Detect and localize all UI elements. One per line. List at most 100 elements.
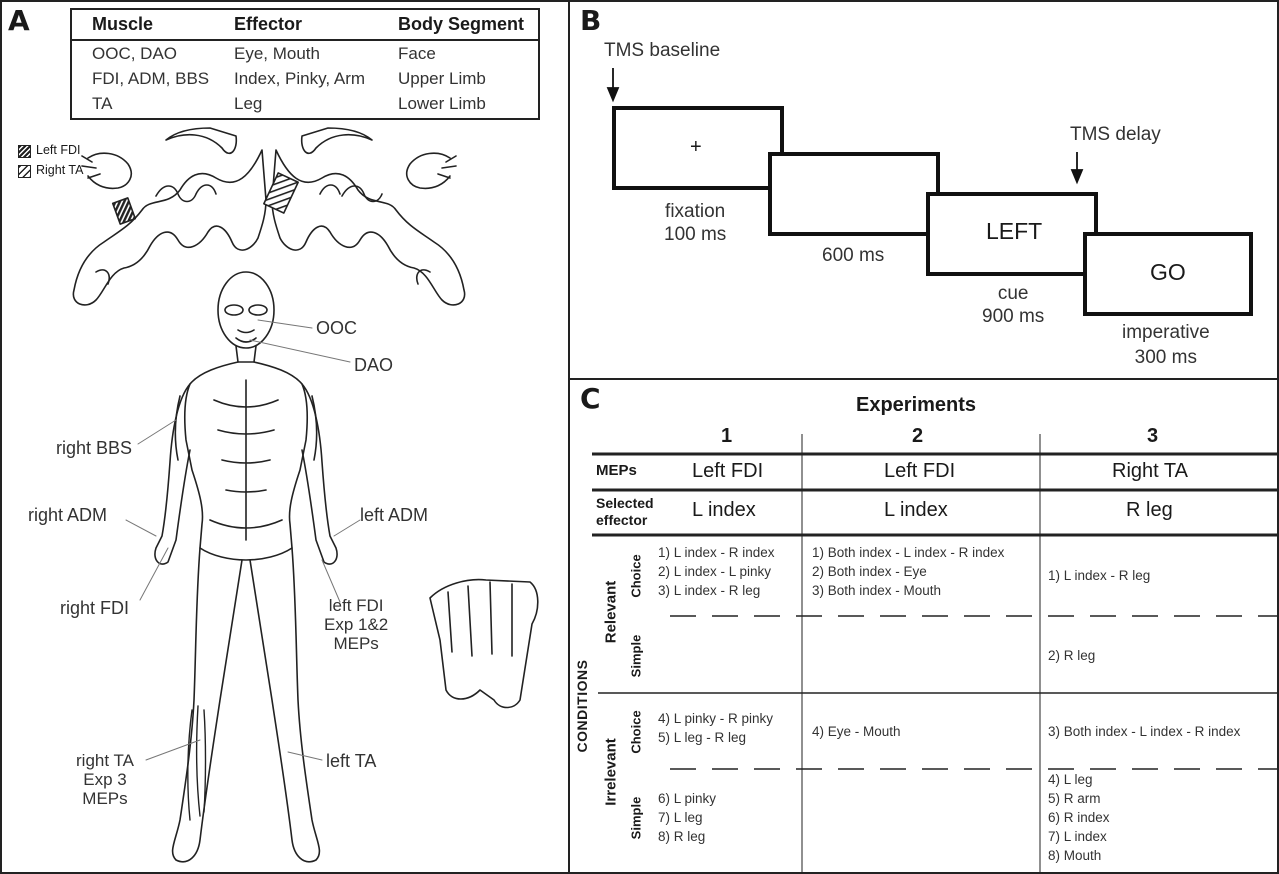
- selected-effector-label-line: effector: [596, 512, 648, 528]
- subtype-relevant-choice: Choice: [628, 554, 644, 598]
- label-left-fdi: left FDI Exp 1&2 MEPs: [324, 596, 388, 653]
- torso: [184, 361, 308, 561]
- conditions-grid: [592, 434, 1279, 874]
- condition-item: 1) Both index - L index - R index: [812, 545, 1005, 560]
- table-header-effector: Effector: [234, 14, 303, 34]
- group-irrelevant-label: Irrelevant: [602, 738, 620, 806]
- meps-row-label: MEPs: [596, 462, 637, 479]
- condition-item: 2) L index - L pinky: [658, 564, 772, 579]
- label-right-ta: right TA Exp 3 MEPs: [76, 751, 134, 808]
- cell-irrelevant-choice-exp3: 3) Both index - L index - R index: [1048, 722, 1240, 741]
- fixation-caption: fixation 100 ms: [664, 200, 726, 246]
- condition-item: 6) L pinky: [658, 791, 717, 806]
- table-cell: Upper Limb: [398, 69, 486, 88]
- panel-b-label: B: [580, 4, 602, 37]
- subtype-irrelevant-simple: Simple: [628, 796, 644, 840]
- right-leg: [171, 547, 243, 863]
- cell-relevant-simple-exp3: 2) R leg: [1048, 646, 1095, 665]
- hatched-region-left-fdi: [111, 197, 137, 225]
- screen-imperative-content: GO: [1150, 259, 1186, 285]
- left-hand-detail: [429, 578, 539, 709]
- cell-relevant-choice-exp3: 1) L index - R leg: [1048, 566, 1150, 585]
- legend-right-ta: Right TA: [36, 163, 84, 177]
- tms-delay-label: TMS delay: [1070, 124, 1161, 145]
- imperative-name: imperative: [1122, 322, 1210, 343]
- table-cell: FDI, ADM, BBS: [92, 69, 210, 88]
- condition-item: 8) Mouth: [1048, 848, 1102, 863]
- hatch-swatch-dense: [18, 145, 31, 158]
- selected-exp-2: L index: [884, 499, 948, 521]
- group-relevant-label: Relevant: [602, 580, 620, 644]
- screen-cue: [926, 192, 1098, 276]
- left-arm: [301, 383, 338, 565]
- label-right-ta-line: Exp 3: [83, 770, 127, 789]
- label-right-fdi: right FDI: [60, 598, 130, 618]
- selected-exp-1: L index: [692, 499, 756, 521]
- right-arm: [154, 383, 191, 565]
- homunculus-left-arm: [165, 127, 238, 154]
- cell-relevant-choice-exp2: 1) Both index - L index - R index 2) Bot…: [812, 543, 1004, 600]
- screen-imperative: [1083, 232, 1253, 316]
- label-right-bbs: right BBS: [56, 438, 133, 458]
- interval-duration: 600 ms: [822, 245, 885, 266]
- selected-effector-label-line: Selected: [596, 495, 654, 511]
- meps-exp-3: Right TA: [1112, 460, 1188, 482]
- table-cell: Lower Limb: [398, 94, 486, 113]
- condition-item: 5) L leg - R leg: [658, 730, 747, 745]
- right-ta-muscle: [187, 705, 207, 821]
- table-cell: Index, Pinky, Arm: [234, 69, 366, 88]
- conditions-label: CONDITIONS: [574, 659, 590, 753]
- condition-item: 7) L index: [1048, 829, 1107, 844]
- panel-c: C Experiments 1 2 3 MEPs Left FDI Left F…: [570, 380, 1279, 874]
- cue-caption: cue 900 ms: [982, 282, 1044, 328]
- subtype-relevant-simple: Simple: [628, 634, 644, 678]
- cue-name: cue: [997, 283, 1029, 304]
- label-left-ta: left TA: [326, 751, 377, 771]
- cell-irrelevant-simple-exp3: 4) L leg 5) R arm 6) R index 7) L index …: [1048, 770, 1110, 865]
- experiment-3-header: 3: [1147, 425, 1159, 447]
- condition-item: 3) Both index - L index - R index: [1048, 724, 1241, 739]
- condition-item: 6) R index: [1048, 810, 1110, 825]
- imperative-caption: imperative 300 ms: [1122, 320, 1210, 370]
- trial-timeline: [606, 68, 1253, 316]
- table-cell: OOC, DAO: [92, 44, 178, 63]
- cue-duration: 900 ms: [982, 306, 1045, 327]
- label-right-adm: right ADM: [28, 505, 108, 525]
- condition-item: 4) Eye - Mouth: [812, 724, 901, 739]
- screen-fixation-content: +: [690, 136, 702, 158]
- homunculus-right-arm: [300, 127, 373, 154]
- selected-exp-3: R leg: [1126, 499, 1173, 521]
- panel-divider-vertical: [568, 0, 570, 874]
- cell-irrelevant-choice-exp2: 4) Eye - Mouth: [812, 722, 901, 741]
- cortex-right-hemisphere: [271, 149, 466, 306]
- head: [217, 271, 275, 349]
- screen-interval: [768, 152, 940, 236]
- label-left-fdi-line: MEPs: [333, 634, 379, 653]
- selected-effector-label: Selected effector: [596, 495, 654, 529]
- condition-item: 3) L index - R leg: [658, 583, 761, 598]
- homunculus-right-hand: [405, 152, 457, 190]
- condition-item: 7) L leg: [658, 810, 703, 825]
- label-right-ta-line: MEPs: [82, 789, 128, 808]
- table-header-muscle: Muscle: [92, 14, 154, 34]
- experiment-1-header: 1: [721, 425, 733, 447]
- subtype-irrelevant-choice: Choice: [628, 710, 644, 754]
- homunculus-left-hand: [81, 152, 133, 190]
- experiment-2-header: 2: [912, 425, 924, 447]
- condition-item: 3) Both index - Mouth: [812, 583, 942, 598]
- cell-irrelevant-simple-exp1: 6) L pinky 7) L leg 8) R leg: [658, 789, 716, 846]
- label-ooc: OOC: [316, 318, 358, 338]
- condition-item: 4) L pinky - R pinky: [658, 711, 774, 726]
- condition-item: 8) R leg: [658, 829, 706, 844]
- table-header-segment: Body Segment: [398, 14, 525, 34]
- screen-fixation: [612, 106, 784, 190]
- table-cell: Eye, Mouth: [234, 44, 320, 63]
- fixation-name: fixation: [665, 201, 726, 222]
- condition-item: 2) Both index - Eye: [812, 564, 927, 579]
- cortex-left-hemisphere: [72, 149, 267, 306]
- hatch-swatch-sparse: [18, 165, 31, 178]
- condition-item: 1) L index - R leg: [1048, 568, 1151, 583]
- panel-a: A Muscle Effector Body Segment OOC, DAO …: [0, 0, 570, 874]
- label-left-fdi-line: left FDI: [328, 596, 384, 615]
- label-right-ta-line: right TA: [76, 751, 134, 770]
